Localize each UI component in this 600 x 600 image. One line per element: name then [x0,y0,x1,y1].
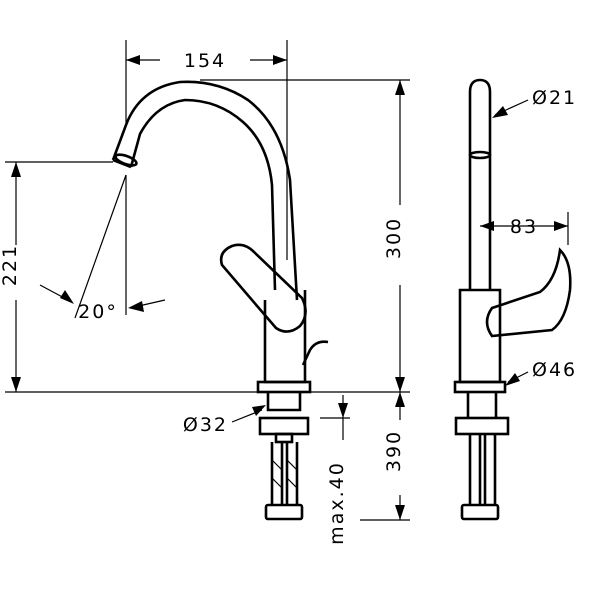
dim-max-thickness: max.40 [326,461,348,545]
spout-tip-outlet [114,153,138,167]
side-hose-fittings [460,503,500,521]
side-base-ring [453,380,507,394]
dim-spout-reach: 154 [184,50,226,72]
faucet-body [263,290,307,384]
spout-outline [111,80,299,301]
side-view [453,78,572,521]
dim-body-diameter: Ø46 [532,359,577,381]
dimension-labels: 154 221 300 20° Ø21 83 Ø46 Ø32 390 max.4… [0,50,577,545]
mounting-washer [274,432,294,444]
dim-spout-height: 221 [0,244,21,286]
side-lever [485,247,572,338]
side-shank [466,392,498,418]
side-spout-outlet [468,150,492,160]
lever-handle [219,243,307,333]
side-spout [468,78,492,290]
hose-braid [271,459,298,489]
spout-inner [129,98,277,291]
dimension-lines [5,40,569,521]
dim-handle-projection: 83 [510,216,538,238]
supply-hoses [270,442,299,505]
side-hoses [468,434,497,505]
mounting-shank [266,392,302,412]
pop-up-rod [301,340,329,366]
hose-fittings [264,503,304,521]
side-mounting-nut [454,416,510,436]
mounting-nut [258,416,310,436]
base-ring [256,380,312,394]
dim-hose-length: 390 [383,430,405,472]
dim-hole-diameter: Ø32 [183,414,228,436]
dim-spout-diameter: Ø21 [532,87,577,109]
dim-total-height: 300 [383,217,405,259]
front-view [111,80,329,521]
dim-spout-angle: 20° [78,301,118,323]
